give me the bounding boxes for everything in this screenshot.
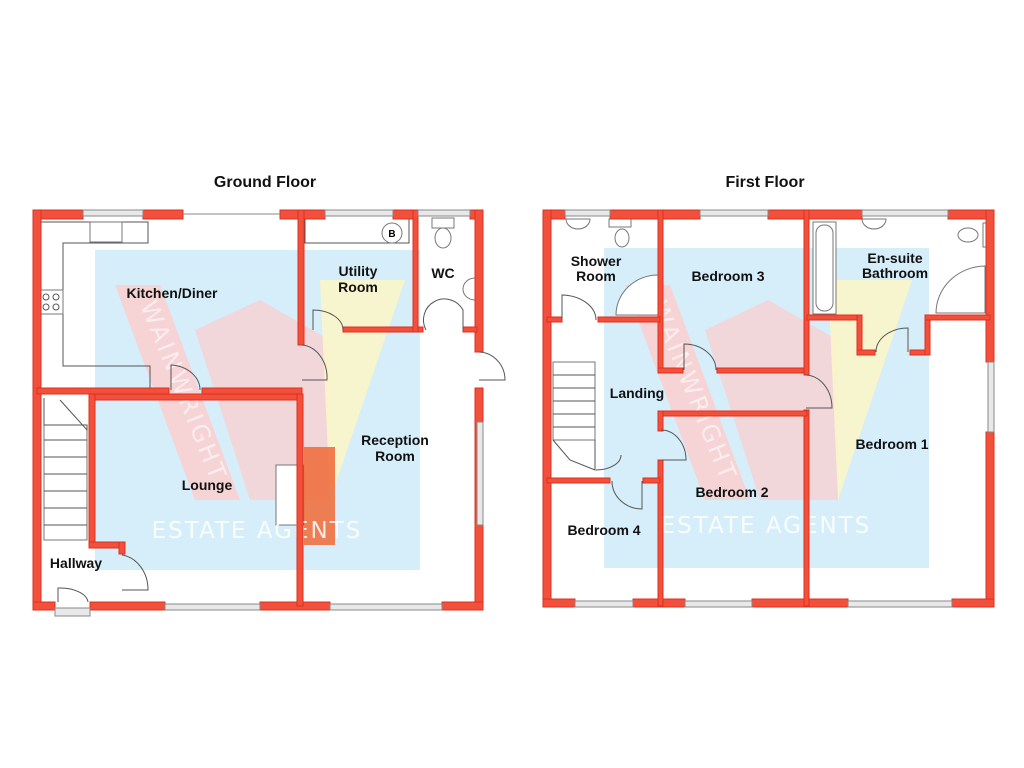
room-label-bedroom-2: Bedroom 2: [695, 484, 768, 500]
room-label-bedroom-4: Bedroom 4: [567, 522, 640, 538]
shower-room-basin: [565, 218, 591, 230]
ensuite-toilet: [957, 227, 979, 243]
ensuite-basin: [861, 218, 887, 230]
ground-floor: Ground Floor WAINWRIGHT ESTATE AGENTS B: [32, 174, 506, 617]
room-label-reception-2: Room: [375, 448, 415, 464]
chimney-breast: [304, 447, 335, 545]
room-label-utility: Utility: [339, 263, 378, 279]
watermark-tagline-first: ESTATE AGENTS: [661, 513, 872, 539]
room-label-bedroom-1: Bedroom 1: [855, 436, 928, 452]
toilet: [434, 227, 452, 249]
ground-doors: [54, 298, 506, 617]
boiler-label: B: [388, 229, 395, 240]
first-staircase: [552, 361, 596, 471]
room-label-reception: Reception: [361, 432, 429, 448]
room-label-kitchen-diner: Kitchen/Diner: [126, 285, 218, 301]
shower-tray: [615, 274, 659, 316]
room-label-bedroom-3: Bedroom 3: [691, 268, 764, 284]
room-label-shower: Shower: [571, 253, 622, 269]
room-label-landing: Landing: [610, 385, 664, 401]
watermark-tagline: ESTATE AGENTS: [152, 518, 363, 544]
ground-windows: [82, 209, 484, 611]
room-label-ensuite-2: Bathroom: [862, 265, 928, 281]
shower-room-cistern: [608, 218, 632, 228]
first-floor-title: First Floor: [725, 174, 804, 191]
staircase: [43, 398, 88, 541]
watermark-logo: WAINWRIGHT: [95, 250, 420, 570]
room-label-utility-2: Room: [338, 279, 378, 295]
wc-cistern: [431, 217, 455, 229]
room-label-shower-2: Room: [576, 268, 616, 284]
ground-floor-title: Ground Floor: [214, 174, 316, 191]
room-label-ensuite: En-suite: [867, 250, 922, 266]
first-windows: [564, 209, 995, 608]
first-doors: [561, 294, 909, 510]
boiler: [381, 222, 403, 244]
hob: [39, 289, 64, 315]
room-label-wc: WC: [431, 265, 454, 281]
shower-room-toilet: [614, 228, 630, 248]
first-fixtures: [565, 218, 990, 316]
first-walls: [542, 209, 995, 608]
room-label-lounge: Lounge: [182, 477, 233, 493]
wc-basin: [462, 277, 476, 301]
sink: [89, 221, 123, 243]
first-floor: First Floor WAINWRIGHT ESTATE AGENTS: [542, 174, 995, 608]
room-label-hallway: Hallway: [50, 555, 102, 571]
ensuite-shower: [935, 265, 986, 314]
